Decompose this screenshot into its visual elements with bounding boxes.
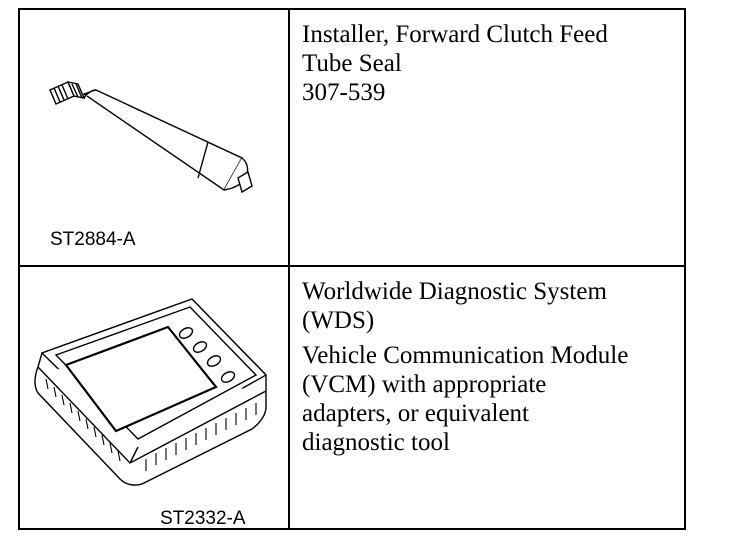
vcm-line-3: adapters, or equivalent: [302, 400, 529, 427]
image-code-label: ST2332-A: [160, 508, 246, 529]
tool-description-wds: Worldwide Diagnostic System (WDS) Vehicl…: [290, 267, 684, 528]
image-code-label: ST2884-A: [50, 229, 136, 250]
wds-paragraph: Worldwide Diagnostic System (WDS): [302, 277, 684, 335]
diagnostic-tool-illustration: [34, 298, 268, 486]
tool-name-line-1: Installer, Forward Clutch Feed: [302, 21, 608, 48]
vcm-line-1: Vehicle Communication Module: [302, 342, 629, 369]
tool-part-number: 307-539: [302, 79, 386, 106]
tool-image-cell-wds: ST2332-A: [20, 267, 288, 529]
column-divider: [288, 10, 290, 528]
row-divider: [20, 265, 684, 267]
tool-name-line-2: Tube Seal: [302, 50, 402, 77]
special-tools-table: ST2884-A Installer, Forward Clutch Feed …: [18, 8, 686, 530]
tool-image-cell-installer: ST2884-A: [20, 10, 288, 265]
vcm-paragraph: Vehicle Communication Module (VCM) with …: [302, 341, 684, 457]
tool-description-installer: Installer, Forward Clutch Feed Tube Seal…: [290, 10, 684, 265]
vcm-line-2: (VCM) with appropriate: [302, 371, 547, 398]
wds-line-2: (WDS): [302, 307, 375, 334]
wds-line-1: Worldwide Diagnostic System: [302, 278, 607, 305]
seal-installer-illustration: [49, 81, 253, 194]
vcm-line-4: diagnostic tool: [302, 429, 450, 456]
